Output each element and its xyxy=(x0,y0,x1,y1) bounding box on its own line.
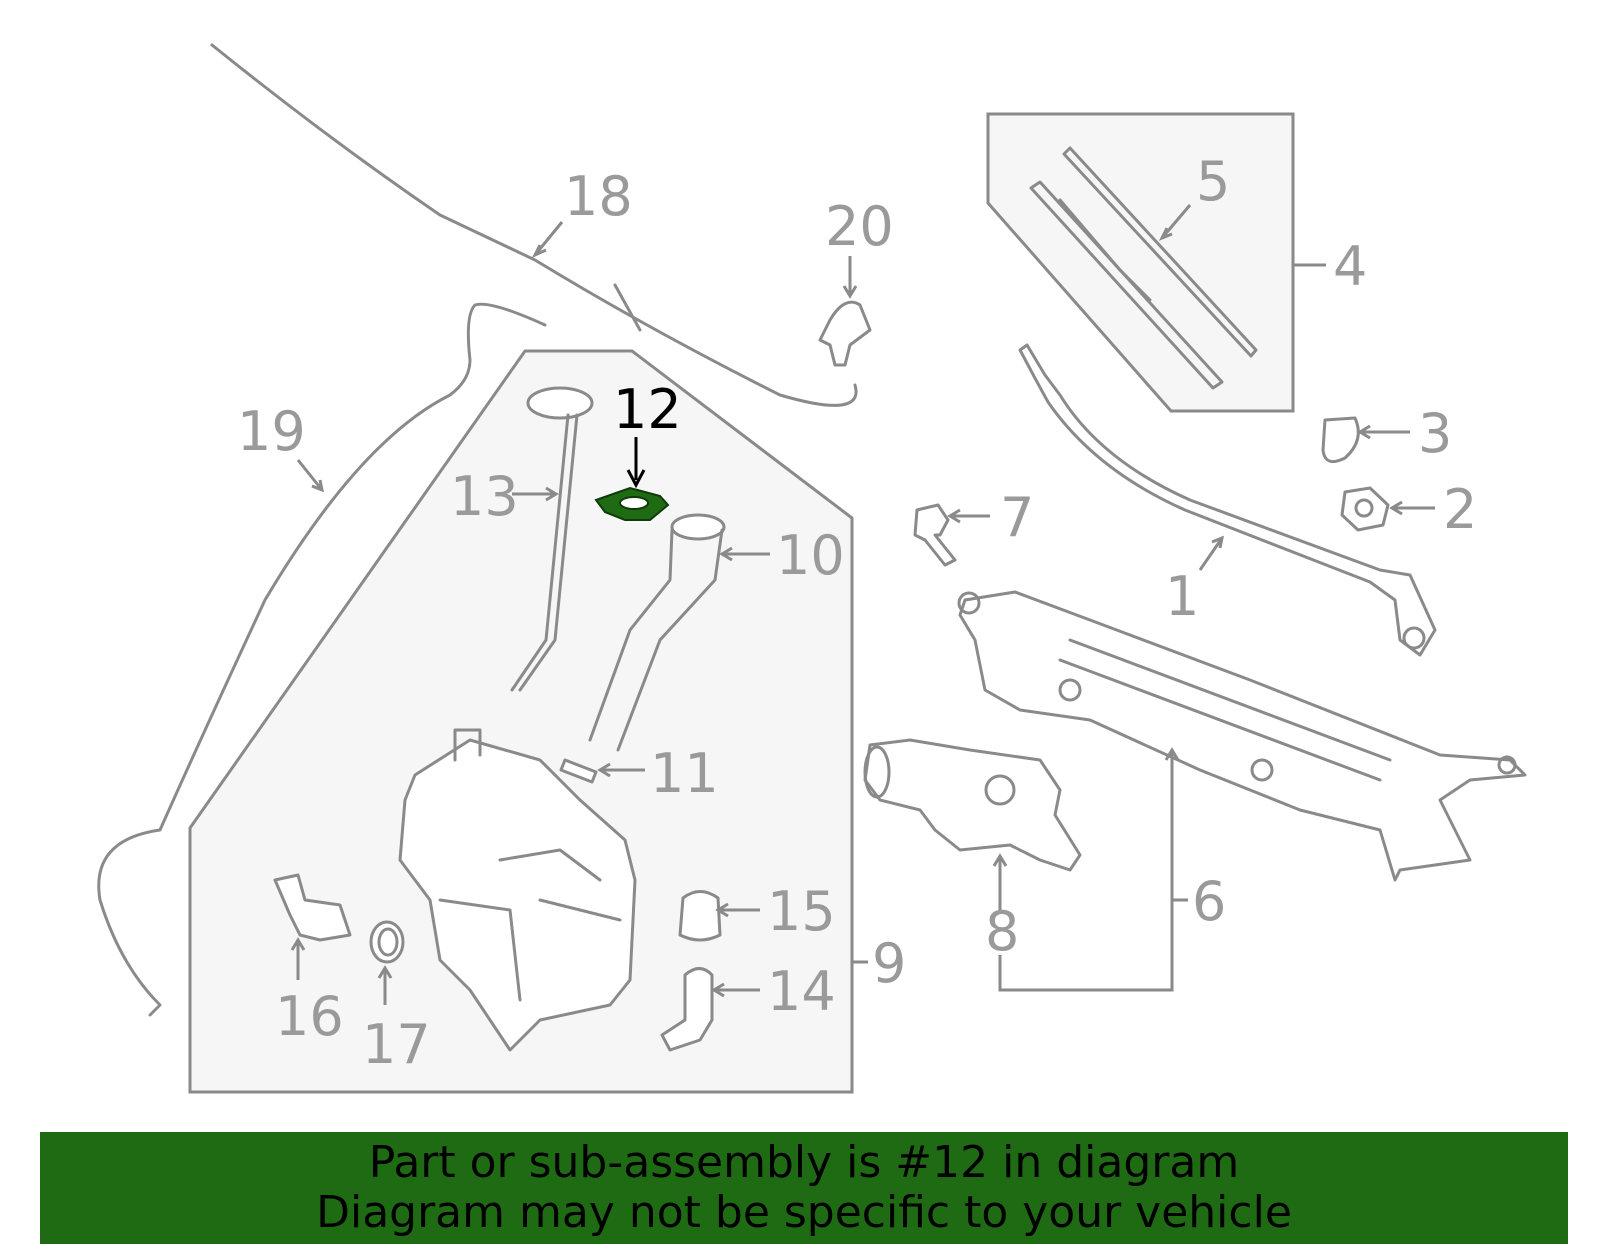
callout-18[interactable]: 18 xyxy=(564,165,633,228)
sensor-16 xyxy=(273,873,352,942)
callout-13[interactable]: 13 xyxy=(450,465,519,528)
wiper-blade-5 xyxy=(1029,146,1258,390)
nut-2-hole xyxy=(1354,498,1374,518)
bolt-7 xyxy=(913,503,957,567)
callout-6[interactable]: 6 xyxy=(1192,870,1226,933)
leader-19 xyxy=(296,459,325,493)
linkage-6 xyxy=(958,590,1527,882)
leader-14 xyxy=(711,982,760,998)
leader-10 xyxy=(719,546,770,562)
pump-14 xyxy=(660,967,714,1052)
leader-15 xyxy=(715,902,760,918)
leader-1 xyxy=(1198,535,1225,571)
callout-9[interactable]: 9 xyxy=(872,932,906,995)
linkage-6-rail xyxy=(1058,638,1392,782)
callout-8[interactable]: 8 xyxy=(985,900,1019,963)
washer-hose-18 xyxy=(210,43,858,407)
callout-11[interactable]: 11 xyxy=(650,742,719,805)
cap-15 xyxy=(678,890,722,942)
leader-20 xyxy=(842,256,858,299)
washer-nozzle-20 xyxy=(818,300,872,367)
filler-neck-10 xyxy=(588,528,724,752)
filler-neck-10-top xyxy=(670,513,726,541)
linkage-6-joint-a xyxy=(957,591,981,615)
callout-17[interactable]: 17 xyxy=(362,1013,431,1076)
callout-19[interactable]: 19 xyxy=(237,400,306,463)
leader-6-bracket xyxy=(998,747,1188,992)
leader-13 xyxy=(512,486,559,502)
leader-11 xyxy=(597,762,645,778)
seal-17-inner xyxy=(377,927,399,957)
banner-line-2: Diagram may not be specific to your vehi… xyxy=(316,1187,1292,1238)
callout-1[interactable]: 1 xyxy=(1165,565,1199,628)
leader-18 xyxy=(531,221,564,259)
wiper-blade-5-frame xyxy=(1058,198,1152,302)
linkage-6-joint-d xyxy=(1497,755,1517,775)
leader-12 xyxy=(626,437,646,489)
callout-7[interactable]: 7 xyxy=(1000,486,1034,549)
filler-tube-13 xyxy=(510,413,579,692)
leader-2 xyxy=(1389,500,1435,516)
reservoir-9-detail xyxy=(438,728,622,1002)
callout-3[interactable]: 3 xyxy=(1418,402,1452,465)
motor-8 xyxy=(863,738,1082,872)
callout-4[interactable]: 4 xyxy=(1333,235,1367,298)
grommet-11 xyxy=(559,758,598,784)
leader-17 xyxy=(377,965,393,1005)
reservoir-9 xyxy=(398,738,637,1052)
callout-16[interactable]: 16 xyxy=(275,985,344,1048)
linkage-6-joint-b xyxy=(1058,678,1082,702)
leader-7 xyxy=(947,508,990,524)
motor-8-end xyxy=(863,745,891,799)
banner-line-1: Part or sub-assembly is #12 in diagram xyxy=(368,1137,1240,1188)
group-box-4 xyxy=(986,112,1295,413)
callout-15[interactable]: 15 xyxy=(767,880,836,943)
nut-2 xyxy=(1340,486,1390,532)
linkage-6-joint-c xyxy=(1250,758,1274,782)
wiper-arm-1-pivot xyxy=(1402,626,1426,650)
washer-hose-19 xyxy=(97,302,547,1017)
leader-16 xyxy=(290,937,306,980)
leader-8 xyxy=(992,853,1008,910)
cap-3 xyxy=(1321,416,1360,464)
info-banner: Part or sub-assembly is #12 in diagram D… xyxy=(40,1132,1568,1244)
callout-20[interactable]: 20 xyxy=(825,195,894,258)
leader-3 xyxy=(1357,424,1410,440)
callout-14[interactable]: 14 xyxy=(767,960,836,1023)
callout-2[interactable]: 2 xyxy=(1443,478,1477,541)
callout-5[interactable]: 5 xyxy=(1196,150,1230,213)
callout-12[interactable]: 12 xyxy=(613,378,682,441)
callout-10[interactable]: 10 xyxy=(776,524,845,587)
leader-5 xyxy=(1158,204,1192,241)
filler-cap-13 xyxy=(526,386,594,420)
motor-8-gear xyxy=(984,774,1016,806)
clip-part-12-hole xyxy=(619,496,649,510)
